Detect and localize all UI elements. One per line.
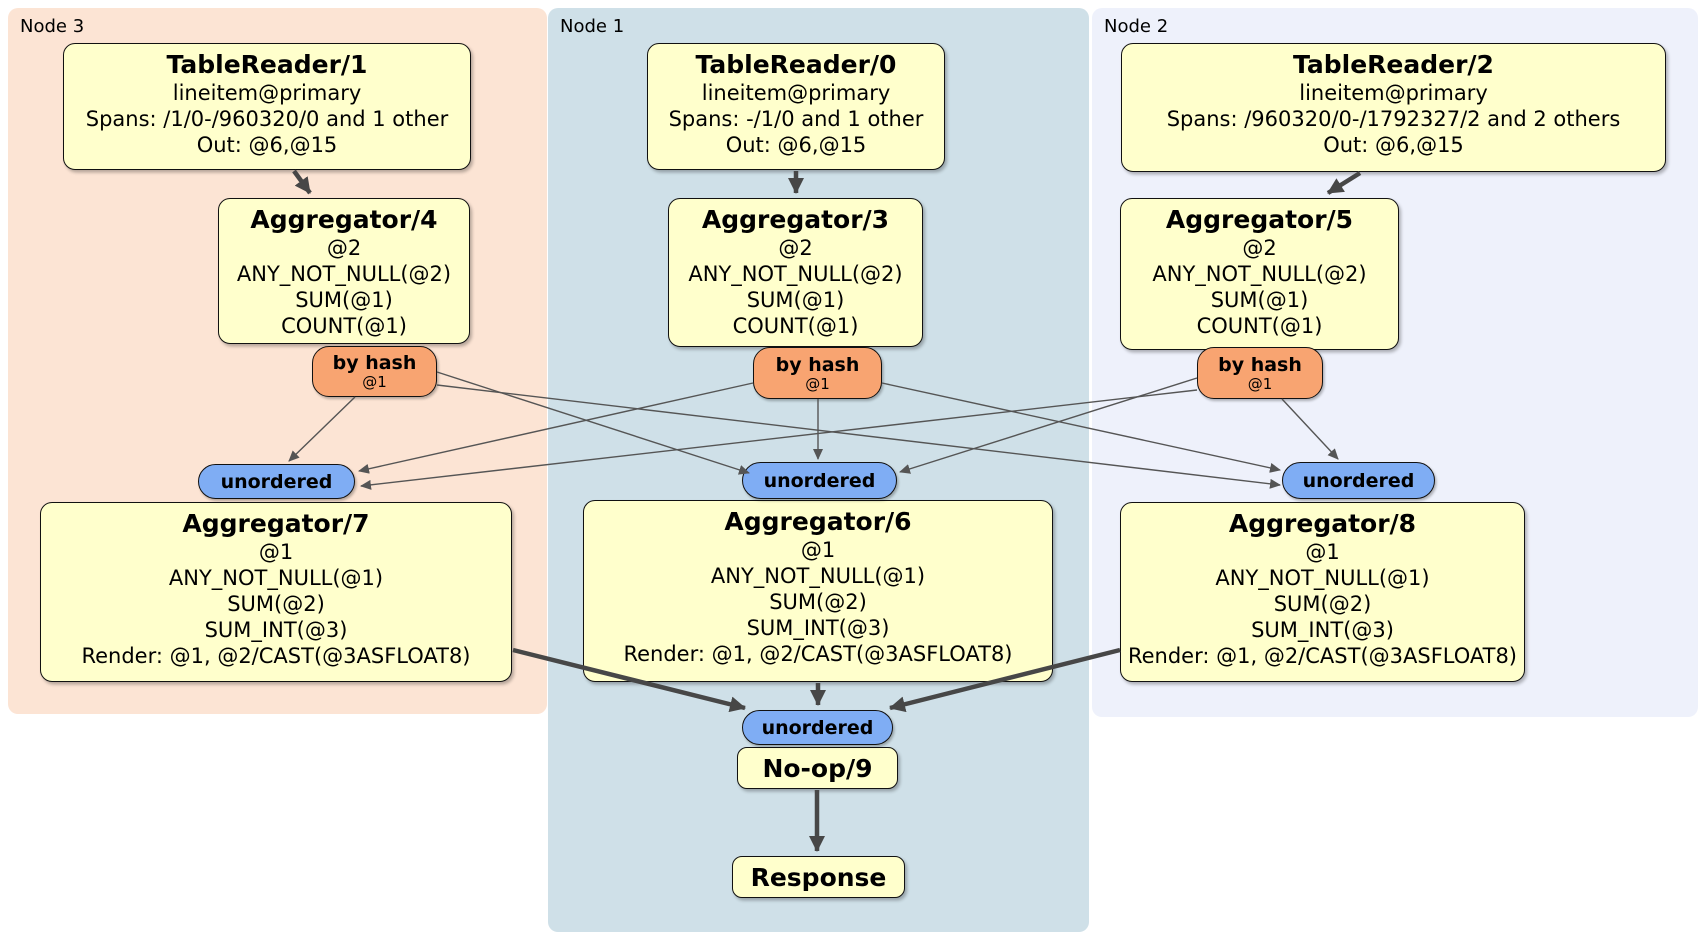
aggregator-4-agg-0: ANY_NOT_NULL(@2) bbox=[236, 262, 452, 286]
aggregator-6-title: Aggregator/6 bbox=[724, 507, 912, 536]
aggregator-8-agg-0: ANY_NOT_NULL(@1) bbox=[1215, 566, 1430, 590]
tablereader-0-box: TableReader/0 lineitem@primary Spans: -/… bbox=[647, 43, 945, 170]
hash-router-node2: by hash @1 bbox=[1197, 347, 1323, 399]
aggregator-6-box: Aggregator/6 @1 ANY_NOT_NULL(@1) SUM(@2)… bbox=[583, 500, 1053, 682]
unordered-sync-final: unordered bbox=[742, 710, 893, 745]
aggregator-3-box: Aggregator/3 @2 ANY_NOT_NULL(@2) SUM(@1)… bbox=[668, 198, 923, 347]
aggregator-4-groupby: @2 bbox=[326, 236, 362, 260]
aggregator-6-groupby: @1 bbox=[800, 538, 836, 562]
aggregator-5-agg-0: ANY_NOT_NULL(@2) bbox=[1152, 262, 1367, 286]
aggregator-3-groupby: @2 bbox=[778, 236, 813, 260]
aggregator-7-agg-1: SUM(@2) bbox=[227, 592, 325, 616]
aggregator-7-box: Aggregator/7 @1 ANY_NOT_NULL(@1) SUM(@2)… bbox=[40, 502, 512, 682]
aggregator-3-agg-1: SUM(@1) bbox=[746, 288, 845, 312]
hash-router-node1: by hash @1 bbox=[753, 347, 882, 399]
tablereader-1-title: TableReader/1 bbox=[166, 50, 368, 79]
aggregator-4-agg-1: SUM(@1) bbox=[295, 288, 393, 312]
aggregator-7-title: Aggregator/7 bbox=[182, 509, 370, 538]
noop-9-box: No-op/9 bbox=[737, 747, 898, 789]
aggregator-6-agg-1: SUM(@2) bbox=[769, 590, 867, 614]
node-1-label: Node 1 bbox=[560, 16, 625, 37]
unordered-sync-node2-label: unordered bbox=[1302, 469, 1415, 492]
tablereader-2-out: Out: @6,@15 bbox=[1323, 133, 1464, 157]
aggregator-4-box: Aggregator/4 @2 ANY_NOT_NULL(@2) SUM(@1)… bbox=[218, 198, 470, 344]
aggregator-5-agg-1: SUM(@1) bbox=[1210, 288, 1309, 312]
tablereader-0-out: Out: @6,@15 bbox=[725, 133, 867, 157]
response-box: Response bbox=[732, 856, 905, 898]
tablereader-1-box: TableReader/1 lineitem@primary Spans: /1… bbox=[63, 43, 471, 170]
node-2-label: Node 2 bbox=[1104, 16, 1169, 37]
aggregator-8-box: Aggregator/8 @1 ANY_NOT_NULL(@1) SUM(@2)… bbox=[1120, 502, 1525, 682]
aggregator-3-title: Aggregator/3 bbox=[701, 205, 890, 234]
hash-router-node1-label: by hash bbox=[775, 353, 860, 376]
response-title: Response bbox=[750, 862, 887, 892]
aggregator-7-agg-0: ANY_NOT_NULL(@1) bbox=[168, 566, 384, 590]
aggregator-3-agg-2: COUNT(@1) bbox=[732, 314, 859, 338]
hash-router-node2-label: by hash bbox=[1218, 353, 1302, 376]
unordered-sync-final-label: unordered bbox=[761, 716, 874, 739]
noop-9-title: No-op/9 bbox=[762, 753, 873, 783]
tablereader-2-spans: Spans: /960320/0-/1792327/2 and 2 others bbox=[1166, 107, 1621, 131]
node-3-label: Node 3 bbox=[20, 16, 85, 37]
hash-router-node3: by hash @1 bbox=[312, 346, 437, 397]
aggregator-5-title: Aggregator/5 bbox=[1165, 205, 1354, 234]
hash-router-node3-label: by hash bbox=[332, 352, 417, 374]
aggregator-5-box: Aggregator/5 @2 ANY_NOT_NULL(@2) SUM(@1)… bbox=[1120, 198, 1399, 350]
aggregator-7-render: Render: @1, @2/CAST(@3ASFLOAT8) bbox=[81, 644, 471, 668]
aggregator-7-agg-2: SUM_INT(@3) bbox=[204, 618, 348, 642]
unordered-sync-node3-label: unordered bbox=[220, 470, 333, 493]
tablereader-0-spans: Spans: -/1/0 and 1 other bbox=[668, 107, 924, 131]
tablereader-1-spans: Spans: /1/0-/960320/0 and 1 other bbox=[85, 107, 449, 131]
hash-router-node2-key: @1 bbox=[1247, 374, 1273, 393]
aggregator-4-agg-2: COUNT(@1) bbox=[281, 314, 407, 338]
tablereader-2-box: TableReader/2 lineitem@primary Spans: /9… bbox=[1121, 43, 1666, 172]
tablereader-0-index: lineitem@primary bbox=[701, 81, 891, 105]
tablereader-2-index: lineitem@primary bbox=[1299, 81, 1488, 105]
tablereader-2-title: TableReader/2 bbox=[1293, 50, 1494, 79]
tablereader-0-title: TableReader/0 bbox=[695, 50, 897, 79]
tablereader-1-out: Out: @6,@15 bbox=[196, 133, 338, 157]
aggregator-8-groupby: @1 bbox=[1305, 540, 1340, 564]
aggregator-6-render: Render: @1, @2/CAST(@3ASFLOAT8) bbox=[623, 642, 1013, 666]
hash-router-node3-key: @1 bbox=[362, 373, 387, 391]
aggregator-8-agg-2: SUM_INT(@3) bbox=[1251, 618, 1394, 642]
hash-router-node1-key: @1 bbox=[805, 374, 830, 393]
aggregator-5-agg-2: COUNT(@1) bbox=[1196, 314, 1323, 338]
unordered-sync-node1: unordered bbox=[742, 462, 897, 499]
aggregator-8-title: Aggregator/8 bbox=[1228, 509, 1417, 538]
aggregator-5-groupby: @2 bbox=[1242, 236, 1277, 260]
aggregator-8-agg-1: SUM(@2) bbox=[1273, 592, 1372, 616]
unordered-sync-node2: unordered bbox=[1282, 462, 1435, 499]
aggregator-7-groupby: @1 bbox=[258, 540, 294, 564]
aggregator-4-title: Aggregator/4 bbox=[250, 205, 438, 234]
tablereader-1-index: lineitem@primary bbox=[172, 81, 362, 105]
aggregator-6-agg-2: SUM_INT(@3) bbox=[746, 616, 890, 640]
aggregator-3-agg-0: ANY_NOT_NULL(@2) bbox=[688, 262, 903, 286]
unordered-sync-node1-label: unordered bbox=[763, 469, 876, 492]
aggregator-8-render: Render: @1, @2/CAST(@3ASFLOAT8) bbox=[1127, 644, 1518, 668]
unordered-sync-node3: unordered bbox=[198, 464, 355, 499]
aggregator-6-agg-0: ANY_NOT_NULL(@1) bbox=[710, 564, 926, 588]
